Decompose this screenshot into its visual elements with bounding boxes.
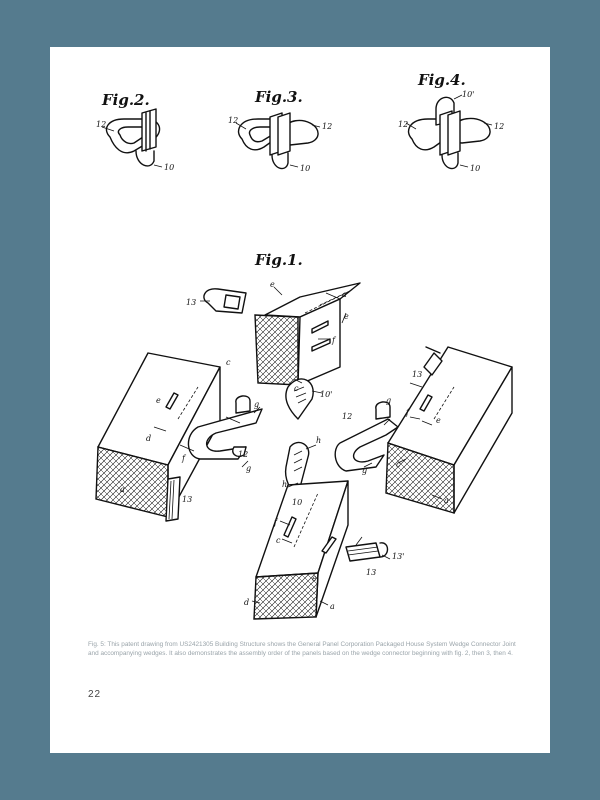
- fig1-label-a: a: [342, 290, 347, 299]
- figure-3-title: Fig.3.: [254, 88, 303, 106]
- page-number: 22: [88, 689, 102, 700]
- book-page: Fig.2. 12 10 Fig.3.: [50, 47, 550, 753]
- fig1-label-13: 13: [366, 568, 376, 577]
- fig2-connector-drawing: [101, 108, 163, 168]
- fig2-label-10: 10: [164, 163, 174, 172]
- fig1-label-e: e: [156, 396, 161, 405]
- fig1-label-e: e: [312, 574, 317, 583]
- fig1-right-panel: [385, 346, 513, 514]
- fig1-label-g: g: [246, 464, 251, 473]
- fig1-label-d: d: [146, 434, 151, 443]
- fig3-label-10: 10: [300, 164, 310, 173]
- fig1-label-f: f: [181, 454, 187, 463]
- fig1-label-g: g: [386, 396, 391, 405]
- fig3-label-12-left: 12: [228, 116, 238, 125]
- fig4-label-10: 10: [470, 164, 480, 173]
- fig1-label-13-prime: 13': [392, 552, 404, 561]
- fig1-label-e: e: [344, 312, 349, 321]
- fig1-label-d: d: [244, 598, 249, 607]
- fig1-label-a: a: [330, 602, 335, 611]
- fig1-wedge-13-left: [165, 476, 181, 522]
- fig1-label-c: c: [294, 384, 299, 393]
- fig3-connector-drawing: [235, 112, 321, 170]
- fig3-label-12-right: 12: [322, 122, 332, 131]
- fig1-label-f: f: [273, 518, 279, 527]
- fig4-connector-drawing: [405, 94, 493, 170]
- figure-caption: Fig. 5: This patent drawing from US24213…: [88, 641, 516, 658]
- fig1-label-a: a: [444, 496, 449, 505]
- fig1-label-13: 13: [412, 370, 422, 379]
- figure-2-title: Fig.2.: [101, 91, 150, 109]
- figure-1-title: Fig.1.: [254, 251, 303, 269]
- fig1-label-12: 12: [238, 450, 248, 459]
- fig1-label-h: h: [316, 436, 321, 445]
- figure-3: Fig.3. 12 12 10: [228, 88, 332, 173]
- fig1-connector-12-center: [187, 395, 263, 460]
- fig1-wedge-13-top: [203, 288, 247, 314]
- fig4-label-12-right: 12: [494, 122, 504, 131]
- fig1-label-e: e: [270, 280, 275, 289]
- fig1-label-e: e: [436, 416, 441, 425]
- fig1-label-10-prime: 10': [320, 390, 332, 399]
- fig1-label-a: a: [120, 485, 125, 494]
- figure-2: Fig.2. 12 10: [96, 91, 174, 172]
- figure-1: Fig.1.: [95, 251, 513, 620]
- fig1-top-panel: [254, 282, 361, 386]
- fig1-label-c: c: [276, 536, 281, 545]
- fig1-label-13: 13: [182, 495, 192, 504]
- fig1-label-c: c: [396, 460, 401, 469]
- fig1-label-12: 12: [342, 412, 352, 421]
- fig1-wedge-13-prime-bottom: [345, 542, 389, 562]
- fig1-label-g: g: [254, 400, 259, 409]
- figure-4: Fig.4. 10' 12 12 10: [398, 71, 504, 173]
- fig1-label-c: c: [226, 358, 231, 367]
- fig1-label-h: h: [282, 480, 287, 489]
- fig4-label-12-left: 12: [398, 120, 408, 129]
- fig1-label-13: 13: [186, 298, 196, 307]
- fig1-connector-12-right: [334, 401, 399, 472]
- patent-drawing: Fig.2. 12 10 Fig.3.: [95, 71, 513, 620]
- fig2-label-12: 12: [96, 120, 106, 129]
- fig1-label-g: g: [362, 466, 367, 475]
- fig4-label-10-prime: 10': [462, 90, 474, 99]
- fig1-wedge-10-prime: [285, 378, 314, 420]
- fig1-label-f: f: [331, 336, 337, 345]
- fig1-label-f: f: [405, 408, 411, 417]
- fig1-bottom-panel: [253, 480, 349, 620]
- fig1-wedge-13-right: [423, 346, 443, 376]
- fig1-label-10: 10: [292, 498, 302, 507]
- figure-4-title: Fig.4.: [417, 71, 466, 89]
